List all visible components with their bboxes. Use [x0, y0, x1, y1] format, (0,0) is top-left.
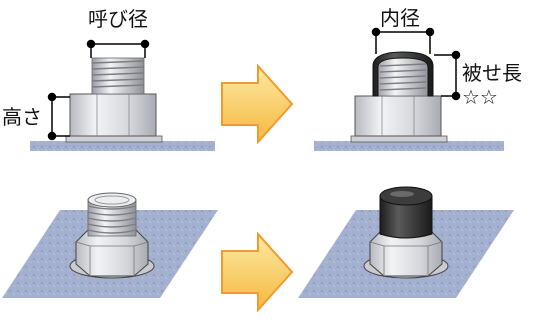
top-left-figure [30, 39, 215, 151]
inner-diameter-label: 内径 [380, 6, 420, 30]
top-right-figure [314, 27, 504, 151]
base-plate [30, 141, 215, 151]
hex-nut [354, 95, 442, 137]
nominal-diameter-label: 呼び径 [88, 7, 148, 31]
bottom-left-figure [2, 192, 218, 298]
right-arrow-icon [221, 63, 294, 145]
bottom-right-figure [298, 186, 514, 298]
cap-length-label: 被せ長 [462, 61, 522, 85]
cap-length-dimension [434, 50, 461, 101]
nominal-diameter-dimension [86, 39, 150, 58]
right-arrow-icon [221, 231, 294, 313]
hex-nut [69, 93, 157, 137]
black-cap [372, 51, 434, 97]
threaded-bolt [91, 57, 145, 95]
height-label: 高さ [2, 105, 42, 129]
height-dimension [47, 92, 70, 141]
base-plate [314, 141, 504, 151]
stars-label: ☆☆ [462, 85, 498, 109]
black-cap [379, 195, 433, 239]
inner-diameter-dimension [371, 27, 435, 54]
